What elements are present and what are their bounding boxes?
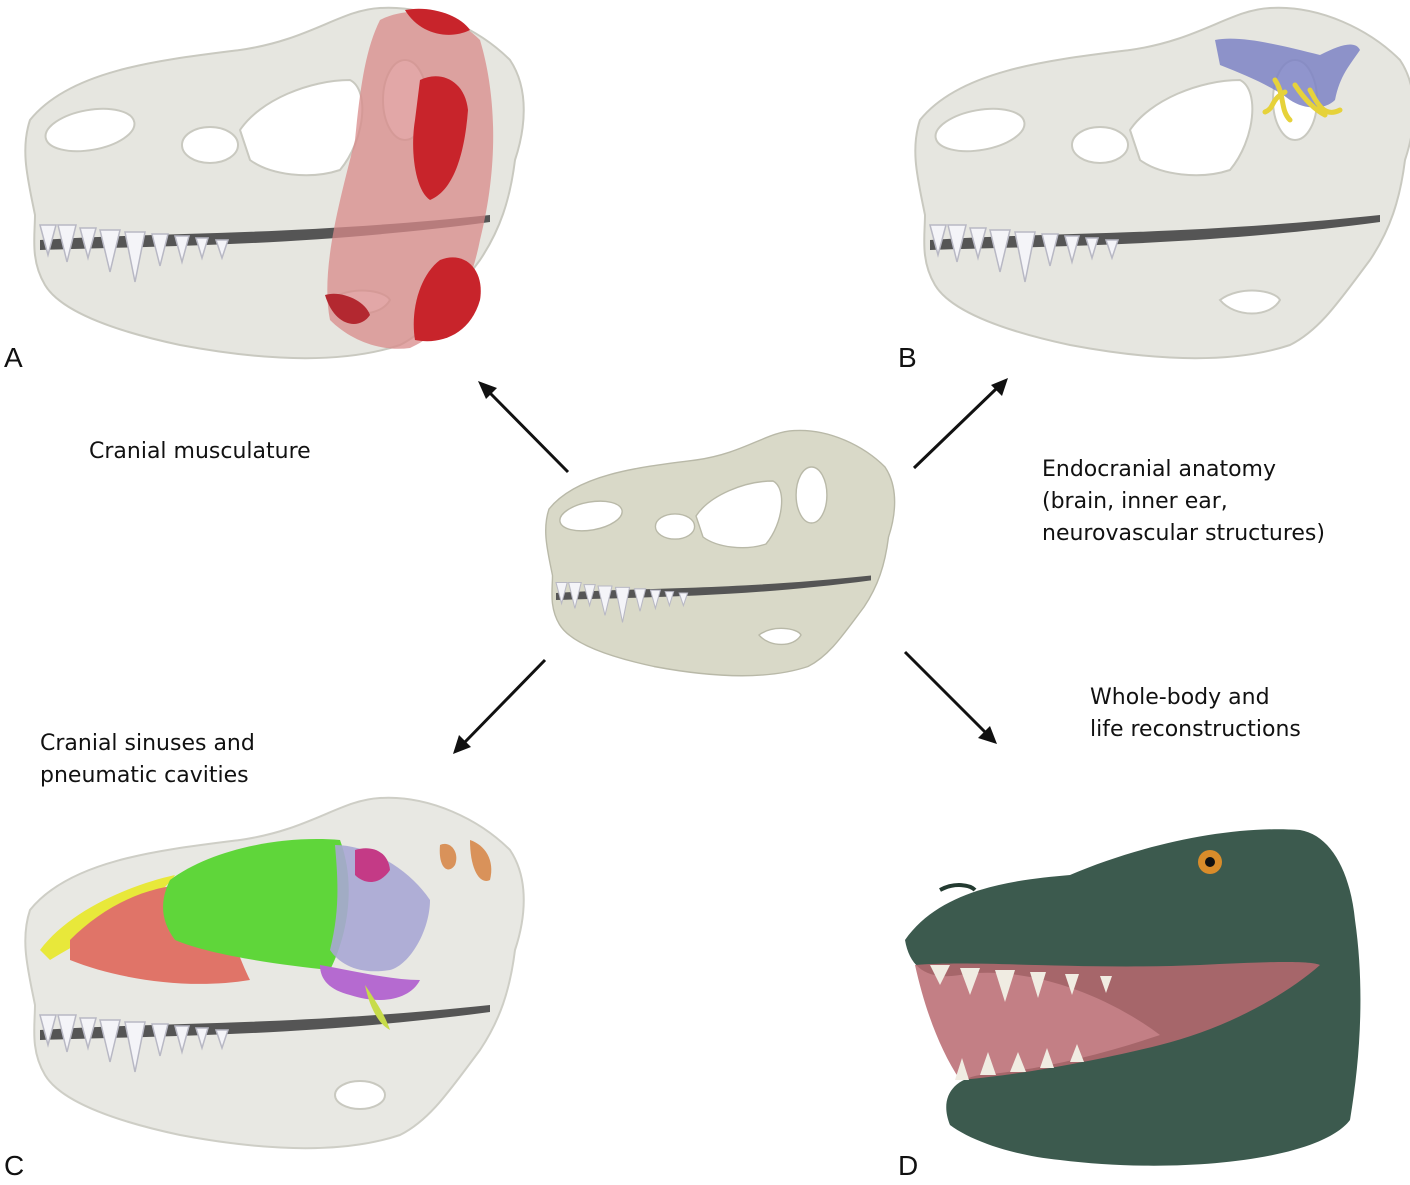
panel-b-skull-illustration — [914, 6, 1410, 360]
caption-a: Cranial musculature — [89, 436, 311, 468]
arrow-to-b — [912, 378, 1008, 470]
caption-a-text: Cranial musculature — [89, 439, 311, 464]
caption-b-line-3: neurovascular structures) — [1042, 521, 1325, 546]
arrow-to-d — [903, 650, 997, 744]
caption-c-line-1: Cranial sinuses and — [40, 731, 255, 756]
caption-d: Whole-body and life reconstructions — [1090, 682, 1301, 746]
caption-b-line-1: Endocranial anatomy — [1042, 457, 1276, 482]
caption-b: Endocranial anatomy (brain, inner ear, n… — [1042, 454, 1325, 550]
panel-label-d: D — [898, 1150, 919, 1181]
panel-label-a: A — [4, 342, 23, 373]
arrow-to-c — [453, 658, 547, 754]
caption-d-line-2: life reconstructions — [1090, 717, 1301, 742]
caption-c-line-2: pneumatic cavities — [40, 763, 249, 788]
endocast — [1215, 38, 1360, 123]
panel-d-head-illustration — [905, 829, 1361, 1166]
sinus-cavities — [40, 839, 492, 1030]
panel-label-c: C — [4, 1150, 25, 1181]
center-skull-illustration — [545, 429, 896, 677]
panel-label-b: B — [898, 342, 917, 373]
arrow-to-a — [478, 381, 570, 474]
panel-a-skull-illustration — [24, 6, 525, 360]
panel-c-skull-illustration — [24, 796, 525, 1150]
caption-d-line-1: Whole-body and — [1090, 685, 1270, 710]
jaw-muscles — [325, 8, 494, 349]
caption-b-line-2: (brain, inner ear, — [1042, 489, 1228, 514]
caption-c: Cranial sinuses and pneumatic cavities — [40, 728, 255, 792]
